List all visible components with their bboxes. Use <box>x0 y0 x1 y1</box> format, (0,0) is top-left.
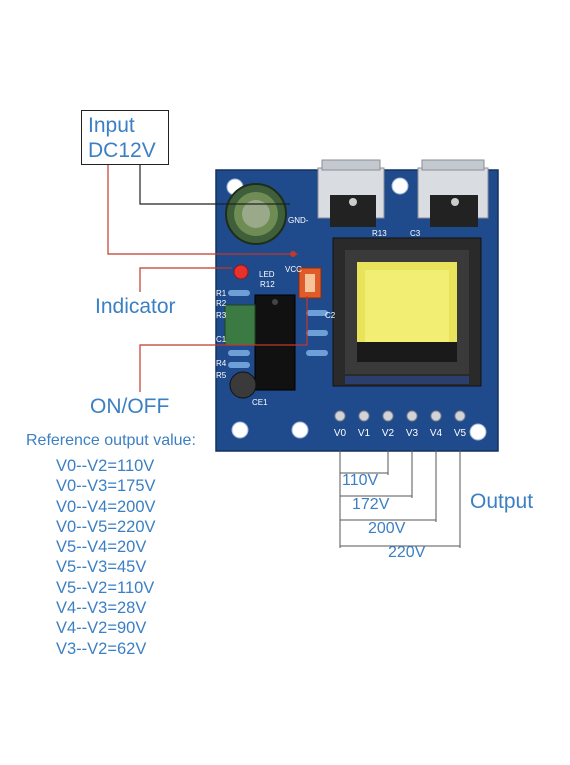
terminal-v0: V0 <box>334 428 347 439</box>
reference-item: V0--V4=200V <box>56 497 156 516</box>
terminal-v5: V5 <box>454 428 467 439</box>
svg-text:R3: R3 <box>216 311 227 320</box>
terminal-v1: V1 <box>358 428 371 439</box>
terminal-v3: V3 <box>406 428 419 439</box>
indicator-line <box>139 267 232 292</box>
reference-title: Reference output value: <box>26 432 196 449</box>
svg-text:R1: R1 <box>216 289 227 298</box>
measure-v0-v3: 172V <box>352 496 390 513</box>
reference-item: V4--V3=28V <box>56 599 147 618</box>
reference-item: V5--V3=45V <box>56 558 147 577</box>
mount-hole <box>469 423 487 441</box>
terminal-v4: V4 <box>430 428 443 439</box>
terminal-v2: V2 <box>382 428 395 439</box>
reference-item: V5--V4=20V <box>56 538 147 557</box>
indicator-label: Indicator <box>95 295 176 318</box>
mount-hole <box>291 421 309 439</box>
svg-text:R4: R4 <box>216 359 227 368</box>
transformer <box>332 237 482 387</box>
reference-item: V5--V2=110V <box>56 578 155 597</box>
svg-text:C1: C1 <box>216 335 227 344</box>
svg-text:C2: C2 <box>325 311 336 320</box>
svg-text:R5: R5 <box>216 371 227 380</box>
svg-text:R12: R12 <box>260 280 275 289</box>
heatsink-right <box>417 159 489 227</box>
output-label: Output <box>470 490 534 513</box>
svg-text:GND-: GND- <box>288 216 309 225</box>
mount-hole <box>231 421 249 439</box>
input-label: Input <box>88 114 135 137</box>
measure-v0-v5: 220V <box>388 544 426 561</box>
svg-text:VCC: VCC <box>285 265 302 274</box>
reference-item: V3--V2=62V <box>56 639 147 658</box>
measure-v0-v2: 110V <box>342 472 379 489</box>
ic-chip <box>254 294 296 391</box>
mount-hole <box>391 177 409 195</box>
onoff-label: ON/OFF <box>90 395 170 418</box>
reference-list: V0--V2=110V V0--V3=175V V0--V4=200V V0--… <box>56 456 156 659</box>
input-label-box: Input DC12V <box>81 110 169 165</box>
reference-item: V4--V2=90V <box>56 619 147 638</box>
svg-text:CE1: CE1 <box>252 398 268 407</box>
svg-text:R13: R13 <box>372 229 387 238</box>
small-capacitor <box>229 371 257 399</box>
output-terminals <box>334 410 466 422</box>
input-voltage-label: DC12V <box>88 139 156 162</box>
onoff-line <box>139 296 308 392</box>
reference-item: V0--V2=110V <box>56 457 155 475</box>
reference-item: V0--V5=220V <box>56 517 156 536</box>
svg-text:C3: C3 <box>410 229 421 238</box>
input-gnd-line <box>139 165 290 205</box>
film-capacitor <box>224 304 256 346</box>
svg-text:R2: R2 <box>216 299 227 308</box>
electrolytic-capacitor <box>225 183 287 245</box>
measure-v0-v4: 200V <box>368 520 406 537</box>
input-vcc-line <box>107 165 298 255</box>
output-dimension-lines <box>339 450 461 548</box>
svg-text:LED: LED <box>259 270 275 279</box>
reference-item: V0--V3=175V <box>56 477 156 496</box>
indicator-led <box>233 264 249 280</box>
heatsink-left <box>317 159 385 227</box>
